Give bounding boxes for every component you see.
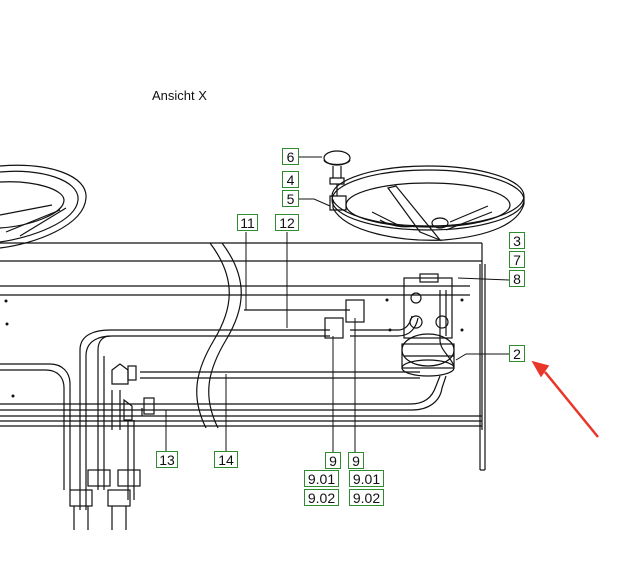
- highlight-arrow: [531, 360, 599, 438]
- leader-lines: [165, 156, 510, 452]
- callout-12[interactable]: 12: [275, 214, 299, 231]
- callout-3[interactable]: 3: [509, 232, 525, 249]
- callout-2[interactable]: 2: [509, 345, 525, 362]
- callout-13[interactable]: 13: [156, 451, 178, 468]
- callout-9-02-right[interactable]: 9.02: [349, 489, 384, 506]
- callout-9-01-right[interactable]: 9.01: [349, 470, 384, 487]
- callout-7[interactable]: 7: [509, 251, 525, 268]
- frame: [0, 242, 486, 471]
- break-line: [196, 242, 242, 429]
- callout-4[interactable]: 4: [282, 171, 299, 188]
- pipe-fittings: [111, 363, 155, 500]
- callout-9-right[interactable]: 9: [348, 452, 364, 469]
- left-steering-wheel: [0, 164, 87, 249]
- callout-9-left[interactable]: 9: [325, 452, 341, 469]
- hydraulic-pipes: [0, 290, 455, 510]
- callout-9-01-left[interactable]: 9.01: [304, 470, 339, 487]
- steering-valve-unit: [401, 273, 455, 377]
- pipe-clamps: [69, 299, 365, 530]
- right-steering-wheel: [331, 165, 525, 242]
- callout-9-02-left[interactable]: 9.02: [304, 489, 339, 506]
- view-title: Ansicht X: [152, 88, 207, 103]
- callout-5[interactable]: 5: [282, 190, 299, 207]
- steering-knob: [323, 150, 351, 211]
- callout-8[interactable]: 8: [509, 270, 525, 287]
- callout-14[interactable]: 14: [214, 451, 238, 468]
- callout-6[interactable]: 6: [282, 148, 299, 165]
- frame-bolts: [4, 298, 464, 398]
- callout-11[interactable]: 11: [237, 214, 258, 231]
